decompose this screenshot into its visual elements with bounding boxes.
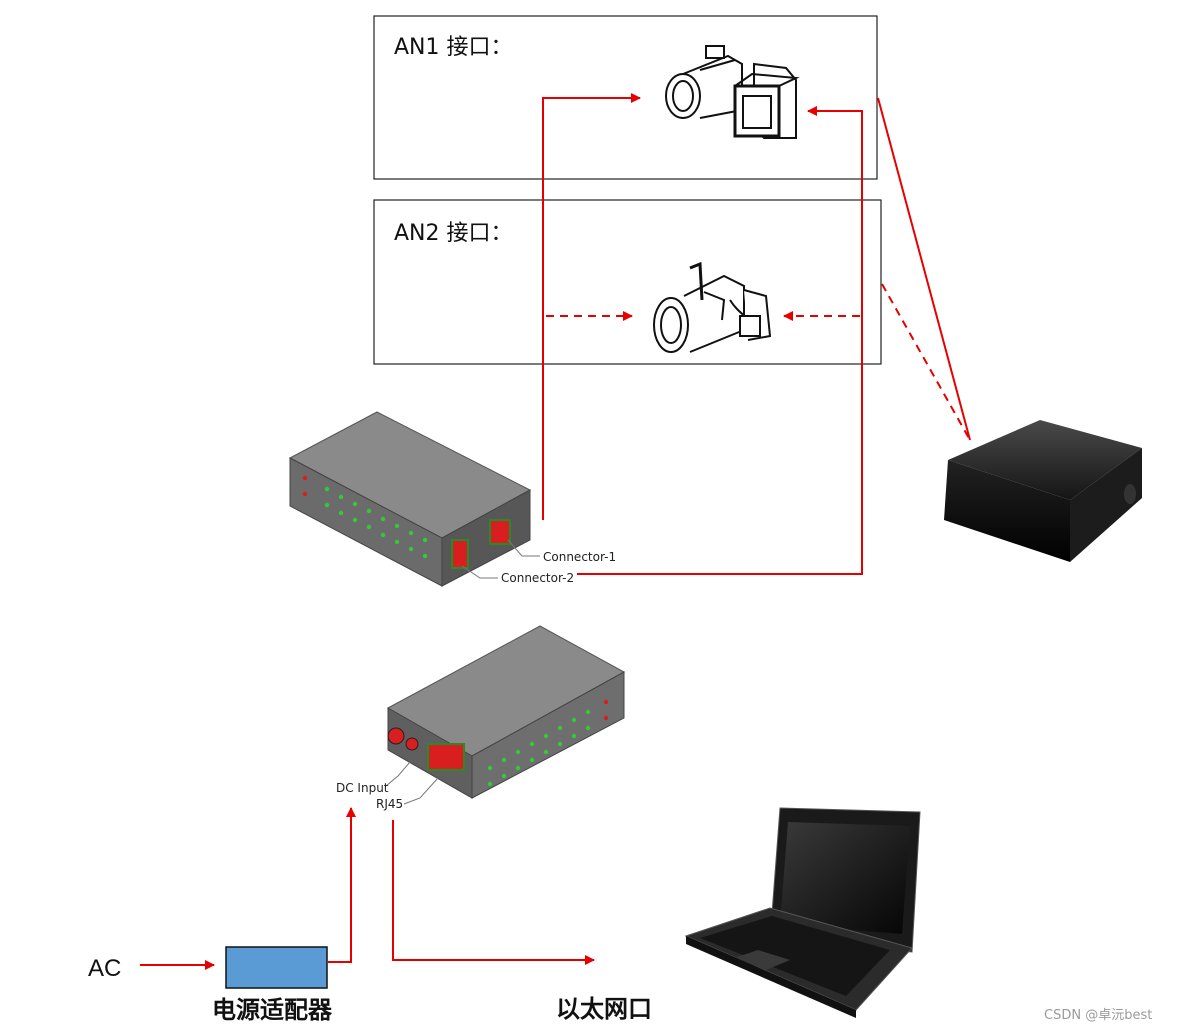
ethernet-port-label: 以太网口: [556, 995, 652, 1023]
power-adapter-label: 电源适配器: [212, 996, 333, 1024]
ac-label: AC: [88, 955, 121, 982]
device-top: Connector-1 Connector-2: [288, 411, 616, 587]
reader-device: [944, 420, 1142, 562]
device-bottom: DC Input RJ45: [336, 625, 626, 811]
connector-2-label: Connector-2: [501, 571, 574, 585]
dc-input-port: [387, 727, 405, 745]
an2-title: AN2 接口：: [394, 221, 513, 246]
connector-2-port: [451, 539, 469, 569]
rj45-label: RJ45: [376, 797, 403, 811]
arrow-adapter-dc: [328, 807, 356, 963]
an2-connector-icon: [653, 261, 772, 353]
arrow-connector1-an1: [542, 93, 641, 520]
connector-1-port: [489, 519, 511, 545]
device-top-leds: [302, 475, 428, 559]
arrow-rj45-ethernet: [392, 820, 595, 965]
an2-panel: AN2 接口：: [373, 199, 882, 365]
power-adapter-box: [225, 946, 328, 989]
laptop: [684, 807, 921, 1018]
connector-1-label: Connector-1: [543, 550, 616, 564]
arrow-connector2-an1: [577, 106, 863, 575]
line-reader-an1: [877, 97, 971, 441]
watermark: CSDN @卓沅best: [1044, 1008, 1152, 1023]
an1-title: AN1 接口：: [394, 35, 513, 60]
dc-input-label: DC Input: [336, 781, 389, 795]
an1-panel: AN1 接口：: [373, 15, 878, 180]
wiring: [140, 93, 971, 970]
an1-connector-icon: [665, 45, 800, 139]
line-reader-an2: [881, 283, 971, 441]
rj45-port: [427, 743, 465, 771]
device-bottom-leds: [487, 699, 609, 787]
